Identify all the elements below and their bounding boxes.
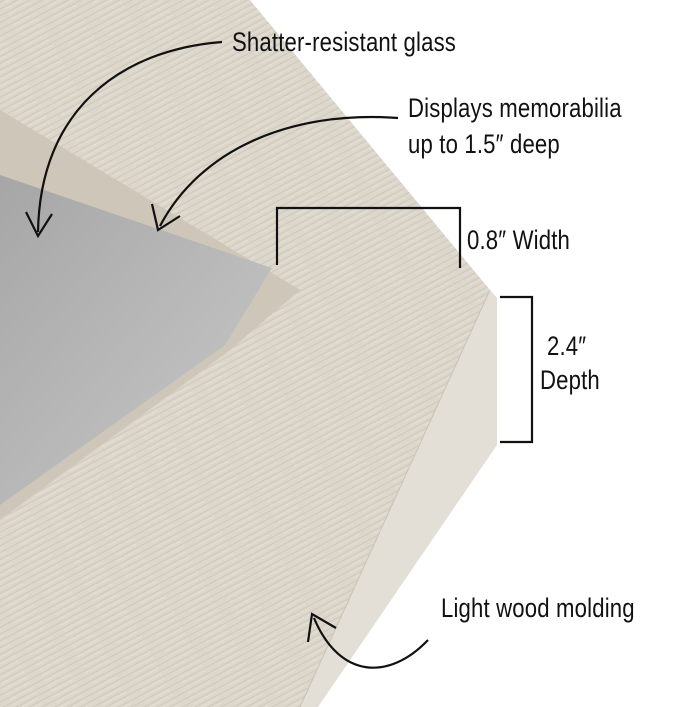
callout-molding: Light wood molding [441,593,635,623]
callout-memorabilia-line1: Displays memorabilia [408,93,622,123]
callout-depth-value: 2.4″ [547,331,587,361]
width-bracket [275,206,462,268]
callout-arrows [25,40,534,669]
memorabilia-arrow [159,115,399,227]
glass-panel [0,175,272,505]
glass-arrow [36,40,223,233]
callout-memorabilia-line2: up to 1.5″ deep [408,129,560,159]
frame-side-face [300,290,497,707]
glass-arrowhead [25,211,53,239]
callout-depth-label: Depth [540,365,600,395]
frame-front-face [0,0,490,707]
molding-arrow [312,617,429,669]
callout-glass: Shatter-resistant glass [232,27,457,57]
memorabilia-arrowhead [150,203,181,232]
molding-arrowhead [306,612,337,643]
depth-bracket [500,295,534,444]
callout-width: 0.8″ Width [467,225,570,255]
